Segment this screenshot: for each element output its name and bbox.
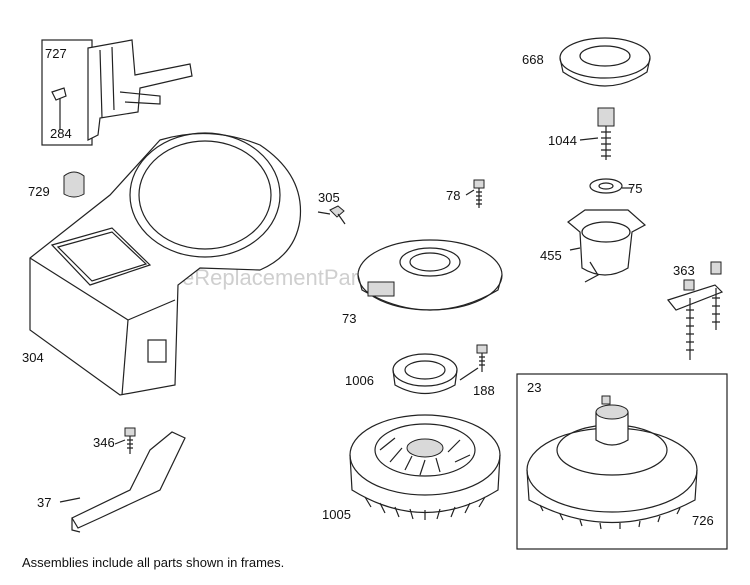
label-75: 75 (628, 181, 642, 196)
ratchet-part-1006 (392, 353, 458, 394)
screw-part-188 (476, 344, 488, 372)
fan-part-1005 (349, 414, 501, 520)
label-346: 346 (93, 435, 115, 450)
label-23: 23 (527, 380, 541, 395)
leader-188 (459, 367, 479, 381)
screw-part-305 (329, 205, 346, 225)
armature-part-363 (666, 261, 724, 360)
clip-part-284 (51, 87, 67, 101)
label-284: 284 (50, 126, 72, 141)
grommet-part-729 (63, 171, 85, 198)
label-727: 727 (45, 46, 67, 61)
footnote: Assemblies include all parts shown in fr… (22, 555, 285, 570)
label-1044: 1044 (548, 133, 577, 148)
label-455: 455 (540, 248, 562, 263)
screw-part-78 (473, 179, 485, 208)
leader-305 (317, 211, 331, 215)
leader-455 (569, 247, 581, 251)
label-78: 78 (446, 188, 460, 203)
label-1006: 1006 (345, 373, 374, 388)
label-668: 668 (522, 52, 544, 67)
flywheel-part-726 (526, 395, 698, 530)
cup-part-455 (567, 209, 647, 283)
stud-part-1044 (597, 107, 615, 160)
washer-part-75 (589, 178, 623, 194)
leader-78 (465, 189, 475, 196)
leader-1044 (579, 137, 599, 141)
label-304: 304 (22, 350, 44, 365)
label-726: 726 (692, 513, 714, 528)
label-1005: 1005 (322, 507, 351, 522)
leader-37 (59, 497, 81, 503)
label-188: 188 (473, 383, 495, 398)
label-729: 729 (28, 184, 50, 199)
mount-plate-part-668 (559, 37, 651, 87)
screw-part-346 (124, 427, 136, 454)
grass-screen-part-73 (357, 239, 503, 311)
blower-housing-304 (29, 132, 302, 396)
label-37: 37 (37, 495, 51, 510)
leader-346 (114, 439, 126, 445)
baffle-part-727 (87, 39, 193, 141)
frame-23 (516, 373, 728, 550)
bracket-part-37 (71, 431, 186, 533)
label-73: 73 (342, 311, 356, 326)
label-305: 305 (318, 190, 340, 205)
label-363: 363 (673, 263, 695, 278)
